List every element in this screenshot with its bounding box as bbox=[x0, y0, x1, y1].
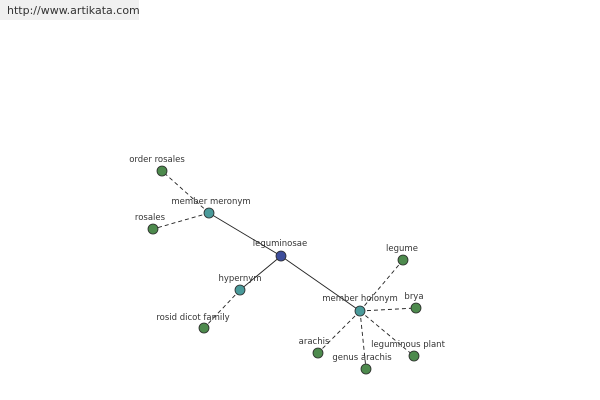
node-label[interactable]: hypernym bbox=[218, 274, 261, 284]
node-brya[interactable]: brya bbox=[404, 292, 424, 314]
node-member-meronym[interactable]: member meronym bbox=[171, 197, 251, 219]
node-circle[interactable] bbox=[410, 302, 422, 314]
node-circle[interactable] bbox=[360, 363, 372, 375]
node-label[interactable]: leguminosae bbox=[253, 239, 307, 249]
node-circle[interactable] bbox=[203, 207, 215, 219]
edge-hypernym-rosid-dicot-family bbox=[203, 289, 241, 329]
node-circle[interactable] bbox=[156, 165, 168, 177]
edge-member-holonym-brya bbox=[359, 307, 417, 312]
node-legume[interactable]: legume bbox=[386, 244, 418, 266]
edge-member-meronym-order-rosales bbox=[161, 170, 210, 214]
node-label[interactable]: order rosales bbox=[129, 155, 185, 165]
node-label[interactable]: brya bbox=[404, 292, 423, 302]
node-arachis[interactable]: arachis bbox=[299, 337, 330, 359]
edge-member-holonym-leguminous-plant bbox=[359, 310, 415, 357]
edge-member-holonym-arachis bbox=[317, 310, 361, 354]
node-circle[interactable] bbox=[397, 254, 409, 266]
node-label[interactable]: rosales bbox=[135, 213, 166, 223]
node-circle[interactable] bbox=[234, 284, 246, 296]
edge-member-holonym-genus-arachis bbox=[359, 310, 367, 370]
edge-leguminosae-member-meronym bbox=[208, 212, 282, 257]
graph-edges bbox=[152, 170, 417, 370]
node-circle[interactable] bbox=[354, 305, 366, 317]
node-label[interactable]: rosid dicot family bbox=[156, 313, 229, 323]
node-rosid-dicot-family[interactable]: rosid dicot family bbox=[156, 313, 230, 334]
node-label[interactable]: arachis bbox=[299, 337, 330, 347]
node-label[interactable]: genus arachis bbox=[332, 353, 392, 363]
url-link[interactable]: http://www.artikata.com bbox=[7, 4, 140, 17]
node-genus-arachis[interactable]: genus arachis bbox=[332, 353, 392, 375]
node-rosales[interactable]: rosales bbox=[135, 213, 166, 235]
node-order-rosales[interactable]: order rosales bbox=[129, 155, 185, 177]
node-label[interactable]: legume bbox=[386, 244, 418, 254]
node-leguminous-plant[interactable]: leguminous plant bbox=[371, 340, 446, 362]
node-circle[interactable] bbox=[198, 322, 210, 334]
url-banner: http://www.artikata.com bbox=[0, 0, 140, 20]
edge-leguminosae-member-holonym bbox=[280, 255, 361, 312]
node-member-holonym[interactable]: member holonym bbox=[322, 294, 398, 317]
node-leguminosae[interactable]: leguminosae bbox=[253, 239, 307, 262]
node-circle[interactable] bbox=[275, 250, 287, 262]
node-circle[interactable] bbox=[408, 350, 420, 362]
node-label[interactable]: member meronym bbox=[171, 197, 250, 207]
node-hypernym[interactable]: hypernym bbox=[218, 274, 262, 296]
node-label[interactable]: leguminous plant bbox=[371, 340, 445, 350]
graph-nodes: leguminosae member meronym order rosales ro… bbox=[129, 155, 446, 375]
node-label[interactable]: member holonym bbox=[322, 294, 397, 304]
edge-member-meronym-rosales bbox=[152, 212, 210, 230]
node-circle[interactable] bbox=[147, 223, 159, 235]
node-circle[interactable] bbox=[312, 347, 324, 359]
edge-leguminosae-hypernym bbox=[239, 255, 282, 291]
